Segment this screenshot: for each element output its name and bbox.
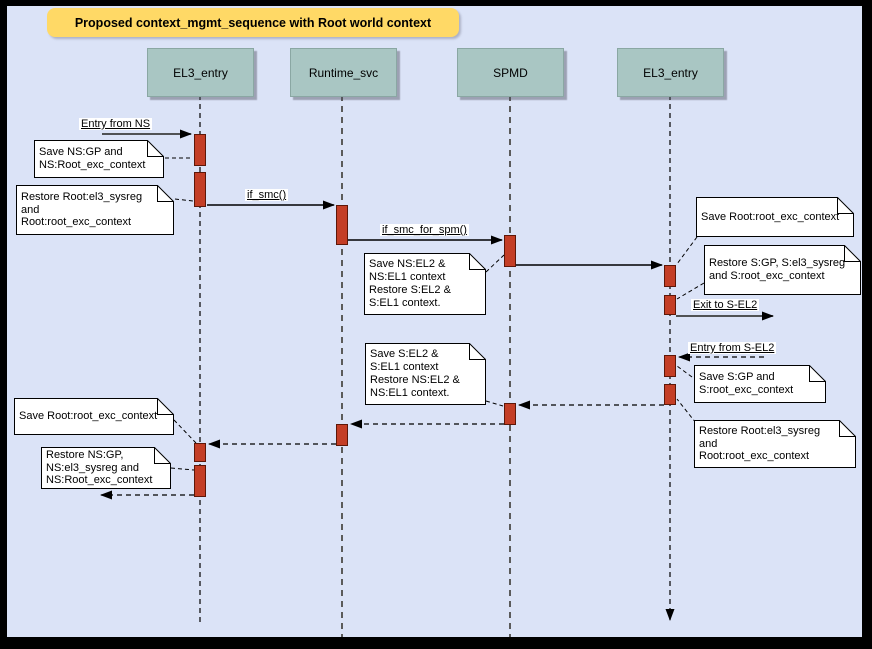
participant-el3-entry-left: EL3_entry	[147, 48, 254, 97]
activation-bar	[664, 355, 676, 377]
participant-spmd: SPMD	[457, 48, 564, 97]
activation-bar	[194, 134, 206, 166]
activation-bar	[336, 205, 348, 245]
note-text: Restore NS:GP, NS:el3_sysreg and NS:Root…	[46, 448, 153, 487]
note-fold-icon	[469, 343, 486, 360]
note-text: Save S:GP and S:root_exc_context	[699, 371, 794, 396]
note-text: Save Root:root_exc_context	[19, 410, 158, 423]
note-text: Save S:EL2 & S:EL1 context Restore NS:EL…	[370, 348, 460, 399]
message-label-exit-to-sel2: Exit to S-EL2	[691, 299, 760, 311]
note-restore-root-sysreg-top: Restore Root:el3_sysreg and Root:root_ex…	[16, 185, 174, 235]
note-text: Save Root:root_exc_context	[701, 210, 840, 223]
note-restore-root-sysreg-bottom: Restore Root:el3_sysreg and Root:root_ex…	[694, 420, 856, 468]
note-connector	[485, 400, 504, 407]
note-save-ns-gp: Save NS:GP and NS:Root_exc_context	[34, 140, 164, 178]
note-save-root-exc-bottom-left: Save Root:root_exc_context	[14, 398, 174, 435]
note-connector	[173, 419, 197, 444]
note-connector	[485, 254, 505, 273]
participant-el3-entry-right: EL3_entry	[617, 48, 724, 97]
activation-bar	[194, 443, 206, 462]
note-text: Restore Root:el3_sysreg and Root:root_ex…	[21, 190, 143, 229]
note-fold-icon	[809, 365, 826, 382]
message-label-if-smc: if_smc()	[245, 189, 289, 201]
activation-bar	[504, 403, 516, 425]
note-save-s-el2: Save S:EL2 & S:EL1 context Restore NS:EL…	[365, 343, 486, 405]
activation-bar	[664, 265, 676, 287]
note-restore-ns-gp: Restore NS:GP, NS:el3_sysreg and NS:Root…	[41, 447, 171, 489]
diagram-lines	[100, 95, 774, 637]
message-label-entry-from-ns: Entry from NS	[79, 118, 153, 130]
note-connector	[174, 198, 194, 202]
participant-runtime-svc: Runtime_svc	[290, 48, 397, 97]
note-connector	[170, 467, 195, 471]
note-restore-s-gp: Restore S:GP, S:el3_sysreg and S:root_ex…	[704, 245, 861, 295]
note-text: Restore Root:el3_sysreg and Root:root_ex…	[699, 424, 821, 463]
note-text: Restore S:GP, S:el3_sysreg and S:root_ex…	[709, 257, 846, 282]
note-fold-icon	[844, 245, 861, 262]
note-connector	[676, 236, 698, 265]
note-fold-icon	[839, 420, 856, 437]
activation-bar	[664, 295, 676, 315]
note-text: Save NS:GP and NS:Root_exc_context	[39, 146, 146, 171]
note-text: Save NS:EL2 & NS:EL1 context Restore S:E…	[369, 258, 451, 309]
note-fold-icon	[157, 398, 174, 415]
note-save-s-gp: Save S:GP and S:root_exc_context	[694, 365, 826, 403]
activation-bar	[664, 384, 676, 405]
sequence-diagram-canvas: Proposed context_mgmt_sequence with Root…	[7, 6, 862, 637]
message-label-if-smc-for-spm: if_smc_for_spm()	[380, 224, 469, 236]
note-save-ns-el2: Save NS:EL2 & NS:EL1 context Restore S:E…	[364, 253, 486, 315]
note-fold-icon	[837, 197, 854, 214]
note-save-root-exc-top-right: Save Root:root_exc_context	[696, 197, 854, 237]
activation-bar	[504, 235, 516, 267]
message-label-entry-from-sel2: Entry from S-EL2	[688, 342, 777, 354]
diagram-title: Proposed context_mgmt_sequence with Root…	[47, 8, 459, 37]
note-connector	[676, 365, 693, 378]
note-fold-icon	[154, 447, 171, 464]
activation-bar	[194, 172, 206, 207]
note-fold-icon	[157, 185, 174, 202]
activation-bar	[194, 465, 206, 497]
activation-bar	[336, 424, 348, 446]
note-connector	[676, 398, 697, 424]
note-fold-icon	[469, 253, 486, 270]
note-fold-icon	[147, 140, 164, 157]
note-connector	[676, 282, 705, 300]
